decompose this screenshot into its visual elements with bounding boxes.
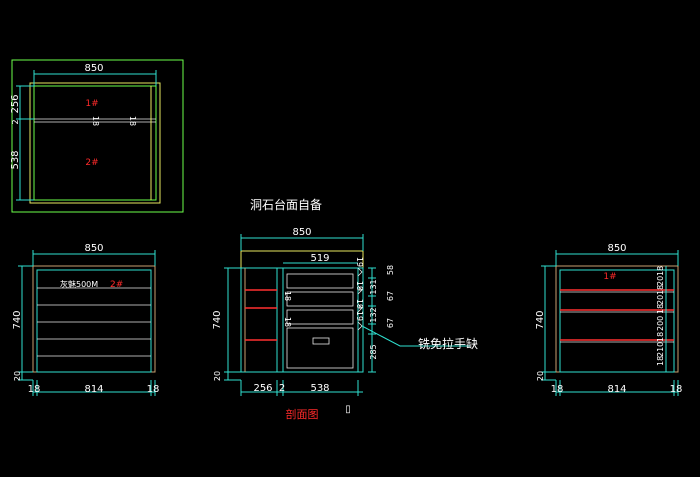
side-right-dim-7: 18 xyxy=(656,285,665,295)
stone-countertop-note: 洞石台面自备 xyxy=(250,197,322,212)
top-view: 850 256 538 2 1# 2# 18 18 xyxy=(10,59,184,213)
front-tag: 2# xyxy=(110,280,123,290)
side-right-dim-3: 18 xyxy=(656,332,665,342)
handle-note-leader xyxy=(361,325,470,347)
section-view: 850 519 740 20 58 131 67 132 67 285 19 1… xyxy=(212,227,478,421)
section-small-dim-5: 18 xyxy=(283,291,292,301)
side-view: 850 740 20 18 814 18 1# 18 210 18 200 18… xyxy=(535,243,682,396)
side-bottom-dim-right: 18 xyxy=(670,384,683,395)
side-base-label: 20 xyxy=(536,371,545,381)
section-small-dim-2: 19 xyxy=(355,281,364,291)
top-width-label: 850 xyxy=(84,63,103,74)
section-base-label: 20 xyxy=(213,371,222,381)
section-cabinet-body xyxy=(240,267,364,373)
section-right-dim-2: 131 xyxy=(369,279,378,294)
section-bottom-dim-2: 2 xyxy=(279,383,285,394)
front-width-label: 850 xyxy=(84,243,103,254)
top-view-outer-frame xyxy=(11,59,184,213)
section-bottom-dim-1: 256 xyxy=(253,383,272,394)
section-small-dim-3: 19 xyxy=(355,299,364,309)
front-bottom-dim-right: 18 xyxy=(147,384,160,395)
side-right-dim-2: 210 xyxy=(656,342,665,357)
side-right-dim-4: 200 xyxy=(656,316,665,331)
front-cabinet-body xyxy=(36,269,152,373)
side-bottom-dim-left: 18 xyxy=(551,384,564,395)
front-base-label: 20 xyxy=(13,371,22,381)
section-bottom-dim-3: 538 xyxy=(310,383,329,394)
top-left-dim-gap: 2 xyxy=(11,119,20,124)
handle-note: 铣免拉手缺 xyxy=(418,336,478,351)
section-small-dim-4: 19 xyxy=(355,311,364,321)
section-inner-width-label: 519 xyxy=(310,253,329,264)
section-right-dim-3: 67 xyxy=(386,291,395,301)
section-marker: ▯ xyxy=(345,404,351,415)
front-bottom-dim-center: 814 xyxy=(84,384,103,395)
side-height-label: 740 xyxy=(535,310,546,329)
top-view-inner-frame xyxy=(33,85,157,201)
section-right-dim-1: 58 xyxy=(386,265,395,275)
side-right-dim-1: 18 xyxy=(656,356,665,366)
top-tag-1: 1# xyxy=(85,99,98,109)
section-right-dim-6: 285 xyxy=(369,344,378,359)
side-right-dim-9: 18 xyxy=(656,266,665,276)
front-bottom-dim-left: 18 xyxy=(28,384,41,395)
side-right-dim-8: 20 xyxy=(656,276,665,286)
section-width-label: 850 xyxy=(292,227,311,238)
side-cabinet-body xyxy=(559,269,675,373)
front-view: 850 740 20 18 814 18 灰魅500M 2# xyxy=(12,243,159,396)
section-caption: 剖面图 xyxy=(286,407,319,421)
side-bottom-dim-center: 814 xyxy=(607,384,626,395)
top-mid-label-2: 18 xyxy=(128,116,137,126)
section-small-dim-6: 18 xyxy=(283,317,292,327)
section-right-dim-5: 67 xyxy=(386,318,395,328)
section-height-label: 740 xyxy=(212,310,223,329)
top-mid-label-1: 18 xyxy=(91,116,100,126)
top-left-dim-upper: 256 xyxy=(10,94,21,113)
front-height-label: 740 xyxy=(12,310,23,329)
front-material-label: 灰魅500M xyxy=(60,279,98,289)
top-left-dim-lower: 538 xyxy=(10,150,21,169)
side-tag: 1# xyxy=(603,272,616,282)
side-width-label: 850 xyxy=(607,243,626,254)
section-countertop xyxy=(240,250,364,269)
top-view-cabinet-outline xyxy=(29,82,161,204)
section-small-dim-1: 19 xyxy=(355,257,364,267)
section-right-dim-4: 132 xyxy=(369,307,378,322)
top-tag-2: 2# xyxy=(85,158,98,168)
side-right-dim-6: 20 xyxy=(656,295,665,305)
side-right-dim-5: 18 xyxy=(656,304,665,314)
